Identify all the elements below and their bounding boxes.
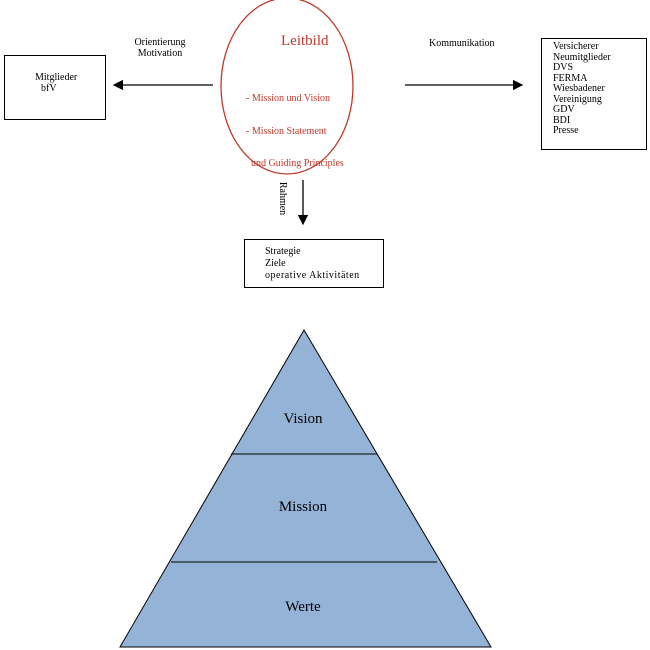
stakeholder-item: BDI: [553, 114, 571, 126]
left-arrow-label-line: Motivation: [137, 47, 183, 59]
stakeholder-item: Neumitglieder: [553, 51, 611, 63]
members-line: Mitglieder: [35, 72, 78, 83]
leitbild-title: Leitbild: [281, 33, 329, 49]
left-arrow-label: Orientierung Motivation: [126, 37, 194, 59]
leitbild-line: - Mission Statement: [246, 125, 327, 137]
stakeholder-item: Vereinigung: [553, 93, 602, 105]
stakeholder-item: Presse: [553, 125, 579, 136]
stakeholder-item: GDV: [553, 104, 575, 115]
leitbild-content: - Mission und Vision - Mission Statement…: [246, 72, 344, 181]
right-arrow-label: Kommunikation: [429, 38, 495, 49]
stakeholders-box: Versicherer Neumitglieder DVS FERMA Wies…: [541, 38, 647, 150]
stakeholder-item: Versicherer: [553, 41, 599, 52]
strategy-item: Ziele: [265, 258, 286, 269]
pyramid: Vision Mission Werte: [119, 329, 492, 648]
connectors-layer: [112, 0, 524, 226]
down-arrow-label: Rahmen: [277, 181, 289, 216]
left-arrow-label-line: Orientierung: [134, 37, 186, 48]
stakeholder-item: FERMA: [553, 72, 588, 84]
leitbild-line: und Guiding Principles: [246, 158, 344, 169]
stakeholder-item: Wiesbadener: [553, 83, 605, 94]
pyramid-shape: [119, 329, 492, 648]
leitbild-circle: [220, 0, 354, 175]
strategy-item: operative Aktivitäten: [265, 270, 360, 281]
strategy-box: Strategie Ziele operative Aktivitäten: [244, 239, 384, 288]
strategy-item: Strategie: [265, 246, 301, 257]
stakeholder-item: DVS: [553, 62, 574, 73]
members-line: bfV: [41, 82, 57, 94]
pyramid-level-mission: Mission: [279, 499, 328, 515]
pyramid-level-vision: Vision: [283, 411, 323, 427]
pyramid-level-werte: Werte: [285, 599, 321, 615]
leitbild-line: - Mission und Vision: [246, 93, 330, 104]
members-box: Mitglieder bfV: [4, 55, 106, 120]
